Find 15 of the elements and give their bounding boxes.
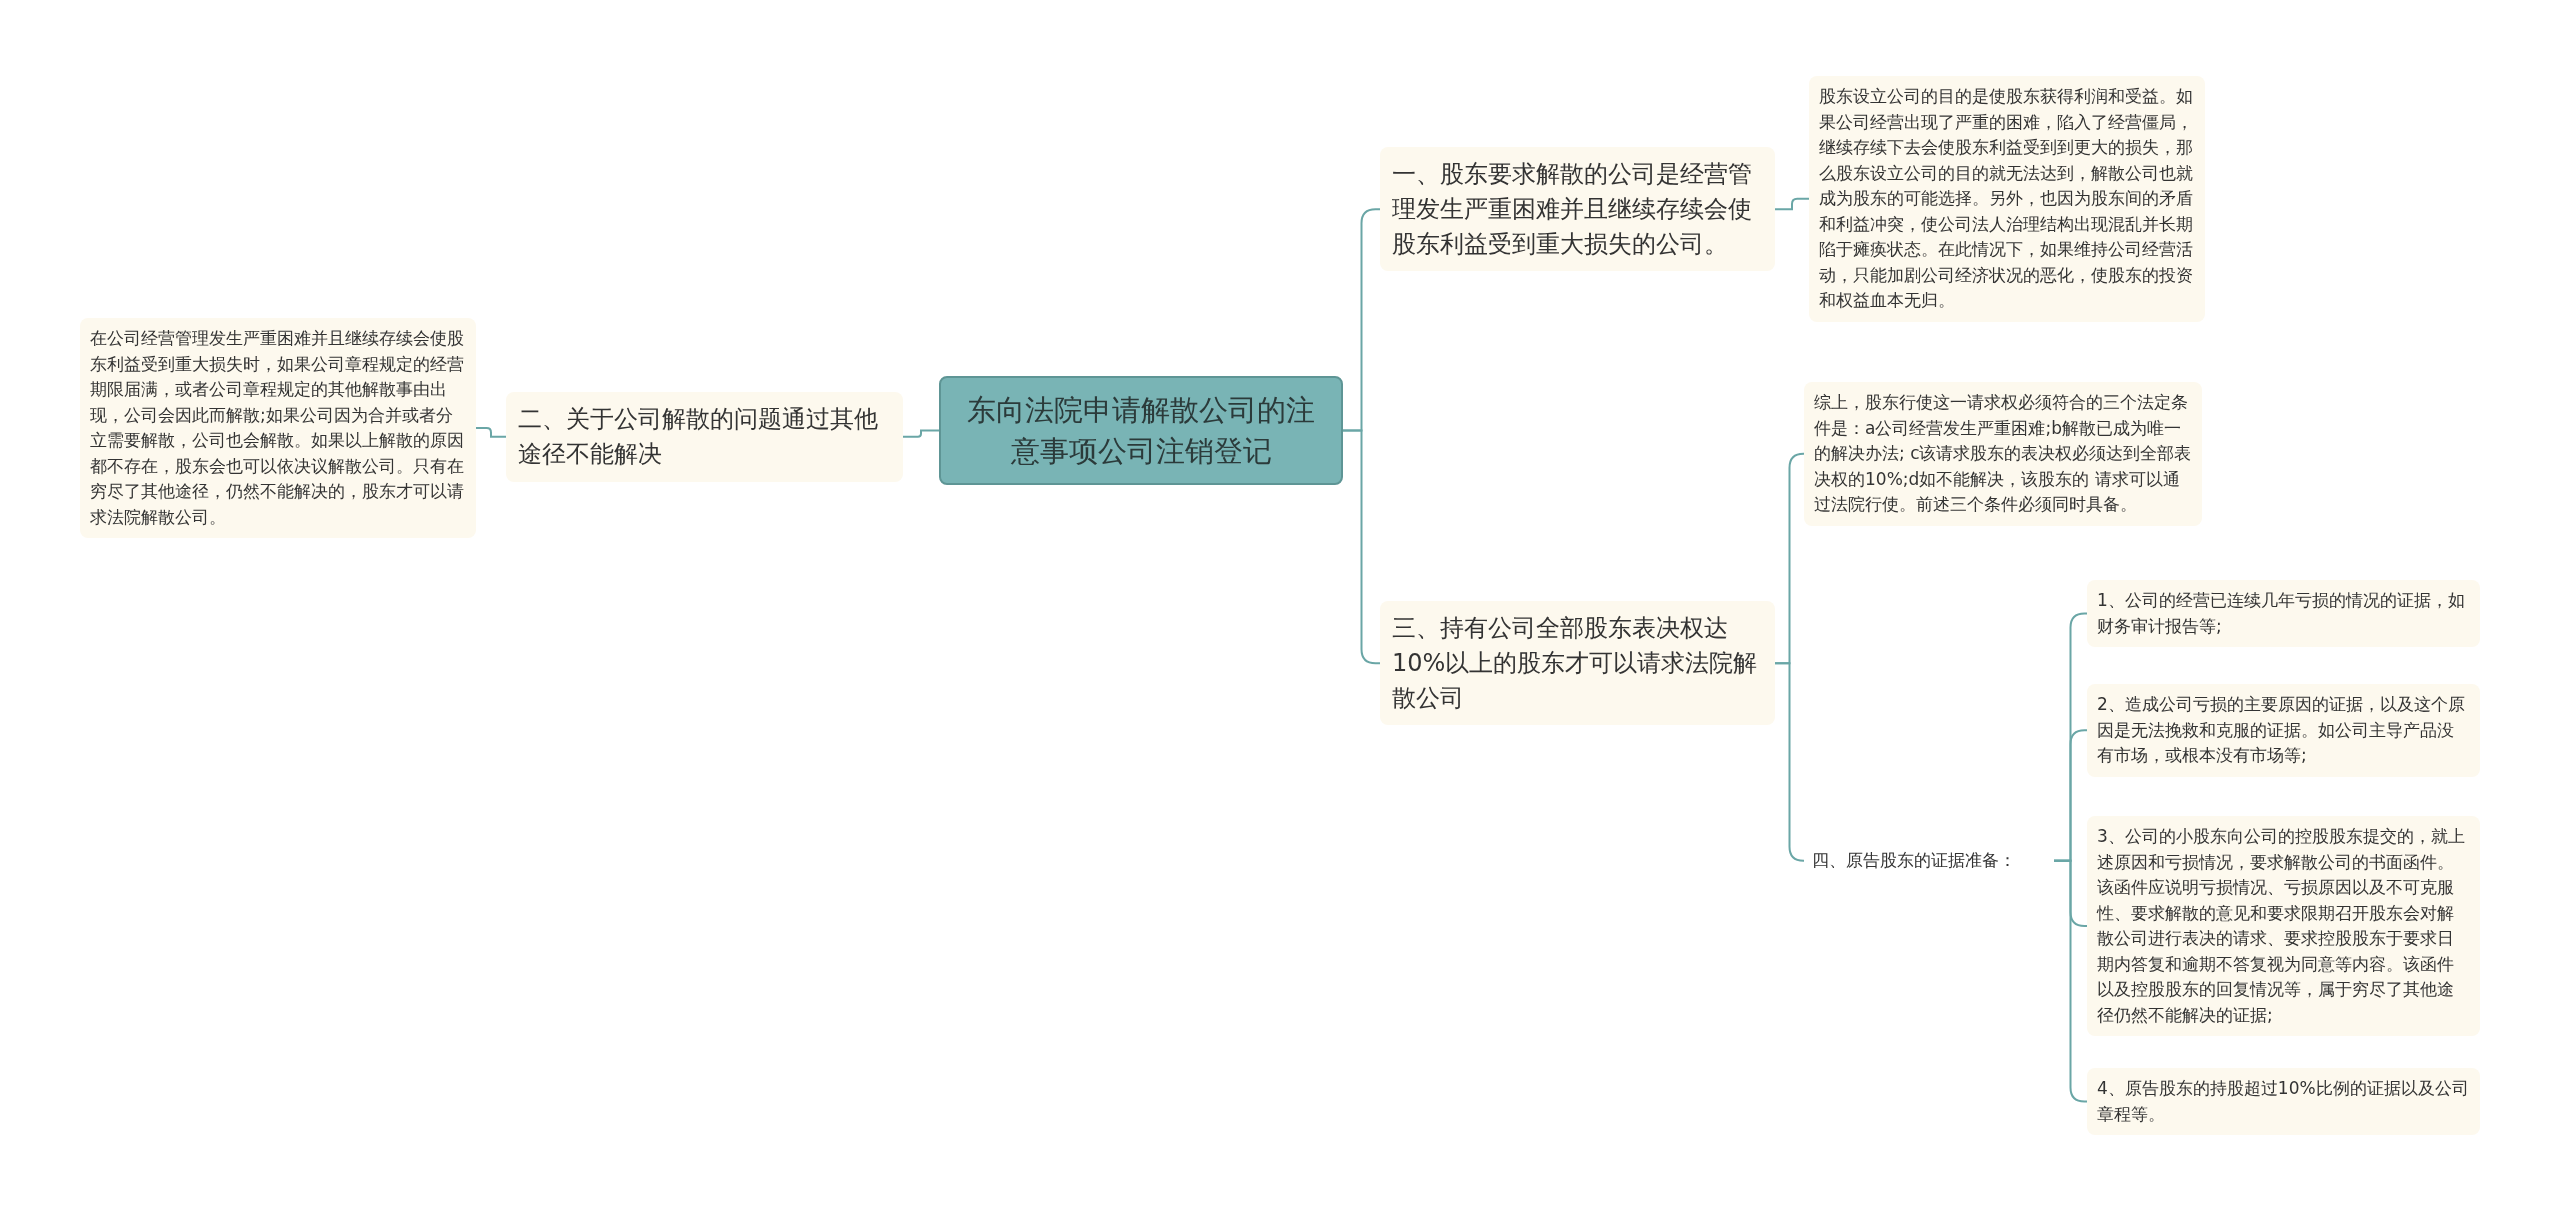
topic-box: 二、关于公司解散的问题通过其他途径不能解决	[506, 392, 903, 482]
topic-box: 一、股东要求解散的公司是经营管理发生严重困难并且继续存续会使股东利益受到重大损失的公司。	[1380, 147, 1775, 272]
connector-line	[902, 429, 940, 438]
connector-line	[1774, 662, 1805, 862]
note-box: 4、原告股东的持股超过10%比例的证据以及公司章程等。	[2087, 1068, 2480, 1135]
topic-box: 三、持有公司全部股东表决权达10%以上的股东才可以请求法院解散公司	[1380, 601, 1775, 726]
note-box: 股东设立公司的目的是使股东获得利润和受益。如果公司经营出现了严重的困难，陷入了经营僵局，继续存续下去会使股东利益受到到更大的损失，那么股东设立公司的目的就无法达到，解散公司也就成为股东的可能选择。另外，也因为股东间的矛盾和利益冲突，使公司法人治理结构出现混乱并长期陷于瘫痪状态。在此情况下，如果维持公司经营活动，只能加剧公司经济状况的恶化，使股东的投资和权益血本无归。	[1809, 76, 2205, 322]
note-box: 3、公司的小股东向公司的控股股东提交的，就上述原因和亏损情况，要求解散公司的书面函件。该函件应说明亏损情况、亏损原因以及不可克服性、要求解散的意见和要求限期召开股东会对解散公司进行表决的请求、要求控股股东于要求日期内答复和逾期不答复视为同意等内容。该函件以及控股股东的回复情况等，属于穷尽了其他途径仍然不能解决的证据;	[2087, 816, 2480, 1036]
connector-line	[475, 427, 507, 438]
connector-line	[1774, 197, 1810, 211]
note-box: 2、造成公司亏损的主要原因的证据，以及这个原因是无法挽救和克服的证据。如公司主导产品没有市场，或根本没有市场等;	[2087, 684, 2480, 777]
note-box: 在公司经营管理发生严重困难并且继续存续会使股东利益受到重大损失时，如果公司章程规定的经营期限届满，或者公司章程规定的其他解散事由出现，公司会因此而解散;如果公司因为合并或者分立需要解散，公司也会解散。如果以上解散的原因都不存在，股东会也可以依决议解散公司。只有在穷尽了其他途径，仍然不能解决的，股东才可以请求法院解散公司。	[80, 318, 476, 538]
note-box: 1、公司的经营已连续几年亏损的情况的证据，如财务审计报告等;	[2087, 580, 2480, 647]
note-box: 综上，股东行使这一请求权必须符合的三个法定条件是：a公司经营发生严重困难;b解散已成为唯一的解决办法; c该请求股东的表决权必须达到全部表决权的10%;d如不能解决，该股东的 请求可以通过法院行使。前述三个条件必须同时具备。	[1804, 382, 2202, 526]
central-topic-box: 东向法院申请解散公司的注意事项公司注销登记	[939, 376, 1343, 486]
